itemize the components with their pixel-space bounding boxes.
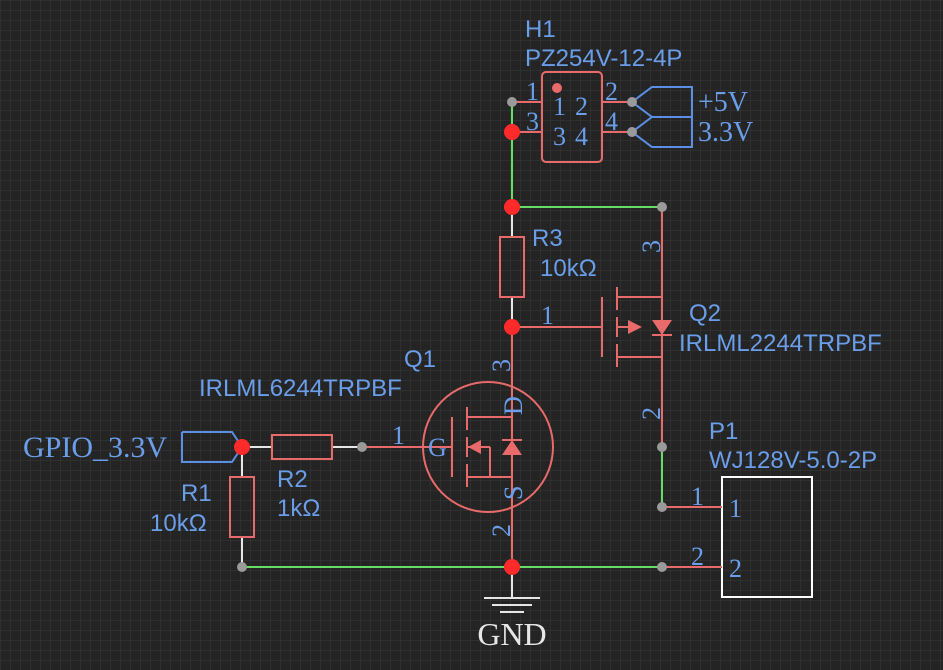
junction-gnd: [504, 559, 520, 575]
pin-end-q2-source: [657, 442, 667, 452]
p1-pin1-inner: 1: [729, 494, 742, 523]
net-label-5v: +5V: [698, 87, 748, 118]
h1-pin1-inner: 1: [553, 92, 566, 121]
h1-pin4-inner: 4: [575, 122, 588, 151]
q1-letter-gate: G: [428, 433, 447, 462]
h1-part: PZ254V-12-4P: [525, 45, 682, 72]
q1-designator: Q1: [404, 346, 436, 373]
h1-pin4-outer: 4: [605, 107, 618, 136]
resistor-r1[interactable]: [229, 476, 255, 538]
r1-designator: R1: [181, 480, 212, 507]
r2-value: 1kΩ: [277, 495, 320, 522]
q2-pin-drain: 3: [637, 240, 666, 253]
r2-designator: R2: [277, 466, 308, 493]
net-flag-5v[interactable]: [631, 86, 693, 118]
h1-designator: H1: [525, 16, 556, 43]
q2-part: IRLML2244TRPBF: [679, 330, 882, 357]
pin-end-h1-1: [507, 97, 517, 107]
h1-pin1-outer: 1: [526, 77, 539, 106]
q2-channel-arrow: [628, 320, 642, 334]
p1-designator: P1: [709, 418, 738, 445]
junction-h1-3: [504, 124, 520, 140]
junction-vcc: [504, 199, 520, 215]
junction-gpio: [234, 439, 250, 455]
resistor-r2[interactable]: [271, 434, 333, 460]
r1-value: 10kΩ: [150, 510, 207, 537]
pin-end-r1-bottom: [237, 562, 247, 572]
pin-end-h1-4: [627, 127, 637, 137]
q2-designator: Q2: [689, 300, 721, 327]
pin-end-h1-2: [627, 97, 637, 107]
connector-p1[interactable]: [721, 476, 813, 598]
p1-part: WJ128V-5.0-2P: [709, 447, 877, 474]
q1-letter-source: S: [499, 486, 528, 500]
q1-body-diode: [502, 440, 522, 455]
net-flag-gpio[interactable]: [181, 431, 244, 463]
p1-pin1-outer: 1: [691, 482, 704, 511]
pin-end-p1-1: [657, 502, 667, 512]
gnd-label: GND: [477, 616, 546, 652]
net-label-gpio: GPIO_3.3V: [23, 431, 168, 464]
p1-pin2-outer: 2: [691, 542, 704, 571]
q2-pin-source: 2: [637, 407, 666, 420]
gnd-symbol: [484, 597, 540, 613]
q1-letter-drain: D: [499, 396, 528, 415]
r3-value: 10kΩ: [540, 255, 597, 282]
q1-part: IRLML6244TRPBF: [199, 375, 402, 402]
q1-pin-source: 2: [487, 524, 516, 537]
net-label-33v: 3.3V: [698, 117, 753, 148]
q1-pin-gate: 1: [392, 421, 405, 450]
pin-end-q2-drain: [657, 202, 667, 212]
junction-q2-gate: [504, 319, 520, 335]
q2-pin-gate: 1: [541, 301, 554, 330]
h1-pin3-outer: 3: [526, 107, 539, 136]
resistor-r3[interactable]: [499, 236, 525, 298]
pin-end-q1-gate: [357, 442, 367, 452]
h1-pin3-inner: 3: [553, 122, 566, 151]
q1-channel-arrow: [468, 440, 481, 454]
net-flag-33v[interactable]: [631, 116, 693, 148]
r3-designator: R3: [532, 225, 563, 252]
q2-body-diode: [652, 320, 672, 335]
p1-pin2-inner: 2: [729, 554, 742, 583]
h1-pin2-outer: 2: [605, 77, 618, 106]
pin-end-p1-2: [657, 562, 667, 572]
q1-pin-drain: 3: [487, 359, 516, 372]
h1-pin2-inner: 2: [575, 92, 588, 121]
